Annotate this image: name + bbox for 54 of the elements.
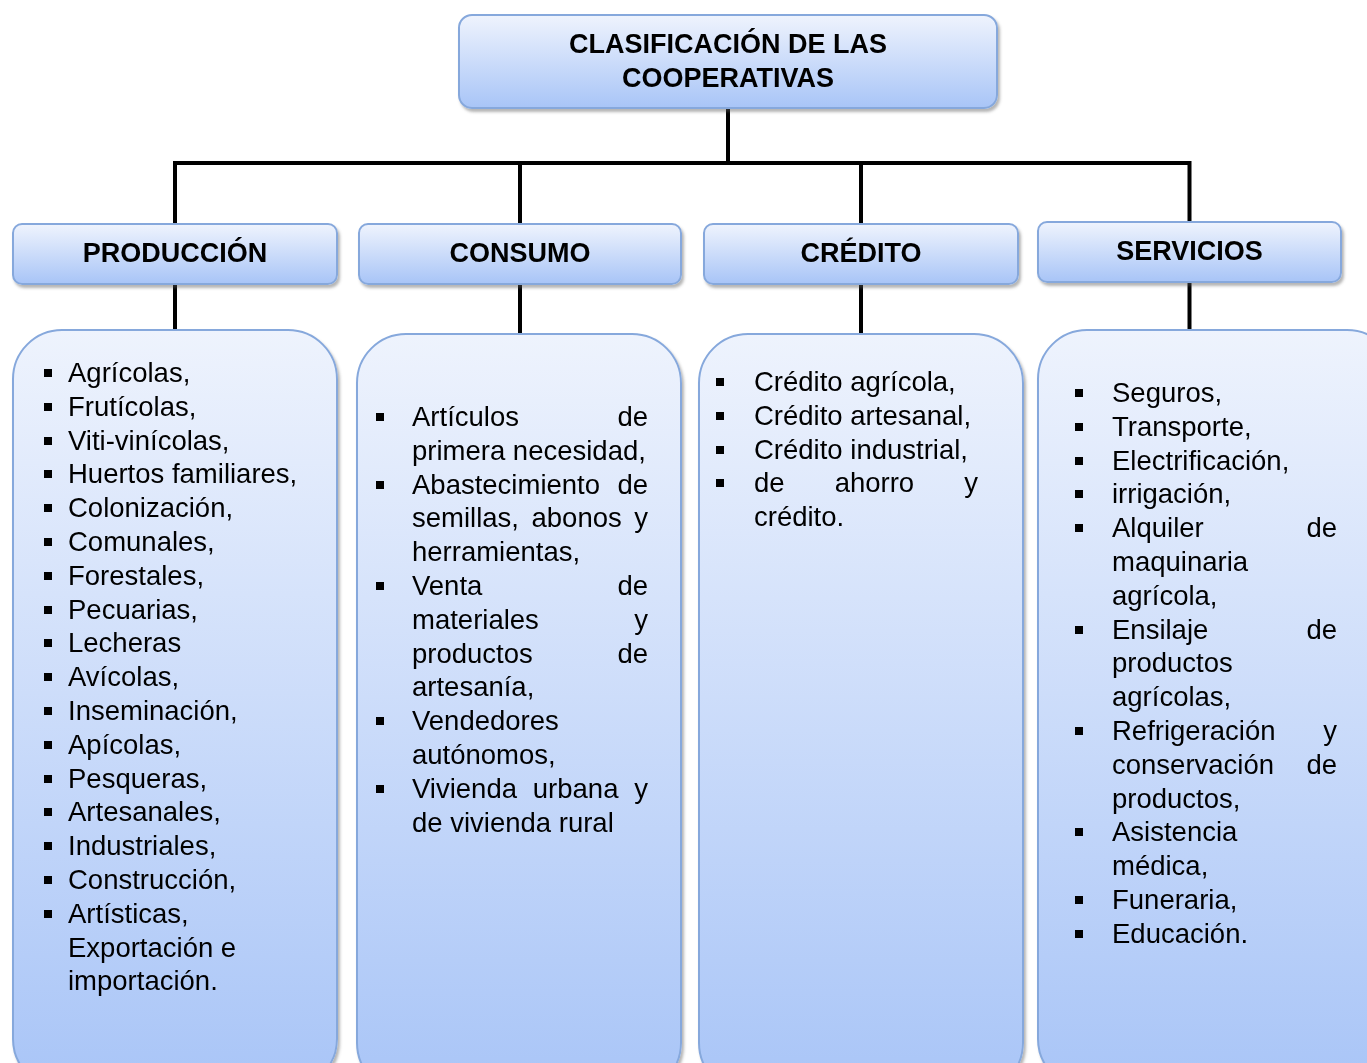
list-item: Crédito industrial, — [754, 433, 968, 465]
title-text: CLASIFICACIÓN DE LAS COOPERATIVAS — [568, 27, 888, 95]
list-item: Avícolas, — [68, 661, 180, 693]
list-item: Vivienda urbana y de vivienda rural — [412, 772, 648, 838]
list-item: Asistencia médica, — [1112, 816, 1238, 882]
list-item: Alquiler de maquinaria agrícola, — [1112, 512, 1337, 611]
list-item: Huertos familiares, — [68, 458, 298, 490]
category-box — [358, 223, 682, 285]
list-item: Crédito artesanal, — [754, 399, 972, 431]
list-item: Seguros, — [1112, 377, 1223, 408]
list-panel — [698, 333, 1024, 1063]
category-label: SERVICIOS — [1116, 235, 1263, 269]
list-item: Ensilaje de productos agrícolas, — [1112, 613, 1337, 713]
list-panel — [12, 329, 338, 1063]
connector-line — [1187, 283, 1192, 329]
connector-line — [859, 285, 863, 333]
title-box — [458, 14, 998, 109]
list-item: Vendedores autónomos, — [412, 705, 559, 770]
list-item: Abastecimiento de semillas, abonos y herramientas, — [412, 468, 648, 568]
list-item: Funeraria, — [1112, 883, 1238, 915]
list-item: Artesanales, — [68, 796, 221, 828]
list-item: Inseminación, — [68, 694, 238, 726]
list-item: Construcción, — [68, 863, 237, 895]
list-item: Artísticas, Exportación e importación. — [68, 897, 237, 997]
connector-line — [518, 285, 522, 333]
list-item: de ahorro y crédito. — [754, 467, 978, 533]
list-item: Venta de materiales y productos de artesanía, — [412, 570, 648, 703]
category-box — [12, 223, 338, 285]
category-box — [1037, 221, 1342, 283]
category-label: CRÉDITO — [800, 237, 922, 271]
list-item: Pecuarias, — [68, 593, 198, 625]
list-item: Artículos de primera necesidad, — [412, 401, 648, 466]
list-item: Forestales, — [68, 559, 205, 591]
list-item: Pesqueras, — [68, 762, 208, 794]
list-item: Viti-vinícolas, — [68, 424, 230, 456]
list-item: Industriales, — [68, 830, 217, 862]
list-item: Crédito agrícola, — [754, 366, 956, 397]
list-item: irrigación, — [1112, 478, 1232, 510]
list-item: Apícolas, — [68, 728, 182, 760]
category-label: CONSUMO — [449, 237, 591, 271]
list-item: Colonización, — [68, 492, 234, 524]
list-item: Educación. — [1112, 917, 1249, 949]
list-item: Frutícolas, — [68, 390, 197, 422]
list-item: Electrificación, — [1112, 444, 1290, 476]
list-item: Comunales, — [68, 526, 215, 557]
connector-line — [173, 285, 177, 329]
category-box — [703, 223, 1019, 285]
list-item: Refrigeración y conservación de productos, — [1112, 714, 1337, 814]
list-panel — [1037, 329, 1367, 1063]
list-item: Transporte, — [1112, 410, 1252, 442]
list-panel — [356, 333, 682, 1063]
category-label: PRODUCCIÓN — [82, 237, 268, 271]
list-item: Lecheras — [68, 627, 182, 659]
list-item: Agrícolas, — [68, 357, 191, 388]
